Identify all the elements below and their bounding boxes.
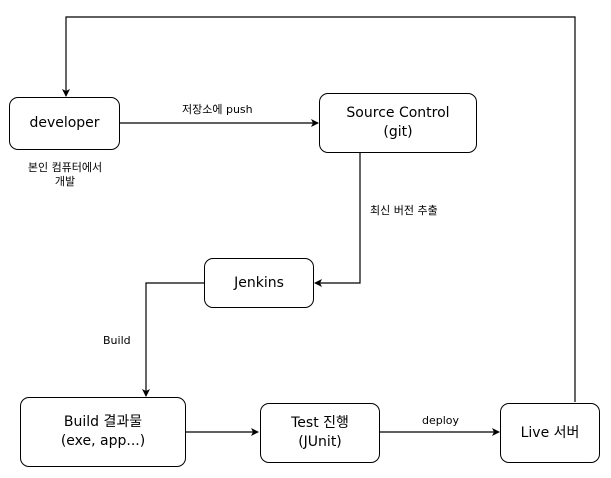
node-build-result-title: Build 결과물 [63,414,143,430]
node-jenkins: Jenkins [204,258,314,308]
edge-fetch-arrow [314,152,361,287]
edge-feedback-loop-arrow [62,16,576,402]
node-source-control-subtitle: (git) [383,124,413,140]
edge-fetch-label: 최신 버전 추출 [370,204,438,218]
node-test-subtitle: (JUnit) [298,434,342,450]
node-live-server-label: Live 서버 [520,424,580,441]
node-live-server: Live 서버 [500,403,600,463]
node-build-result-subtitle: (exe, app...) [60,433,146,449]
node-test-title: Test 진행 [291,415,349,431]
edge-push-label: 저장소에 push [182,103,253,117]
node-source-control-title: Source Control [346,105,450,121]
edge-build-label: Build [103,334,131,347]
node-build-result: Build 결과물 (exe, app...) [20,397,186,467]
edge-deploy-label: deploy [422,414,460,428]
developer-note: 본인 컴퓨터에서 개발 [10,161,120,189]
node-jenkins-label: Jenkins [234,274,284,291]
edge-build-arrow [142,282,204,397]
node-developer: developer [9,97,120,150]
developer-note-line2: 개발 [54,175,76,188]
node-developer-label: developer [29,115,100,131]
node-source-control: Source Control (git) [319,93,477,153]
developer-note-line1: 본인 컴퓨터에서 [27,161,103,174]
node-test: Test 진행 (JUnit) [260,403,380,463]
